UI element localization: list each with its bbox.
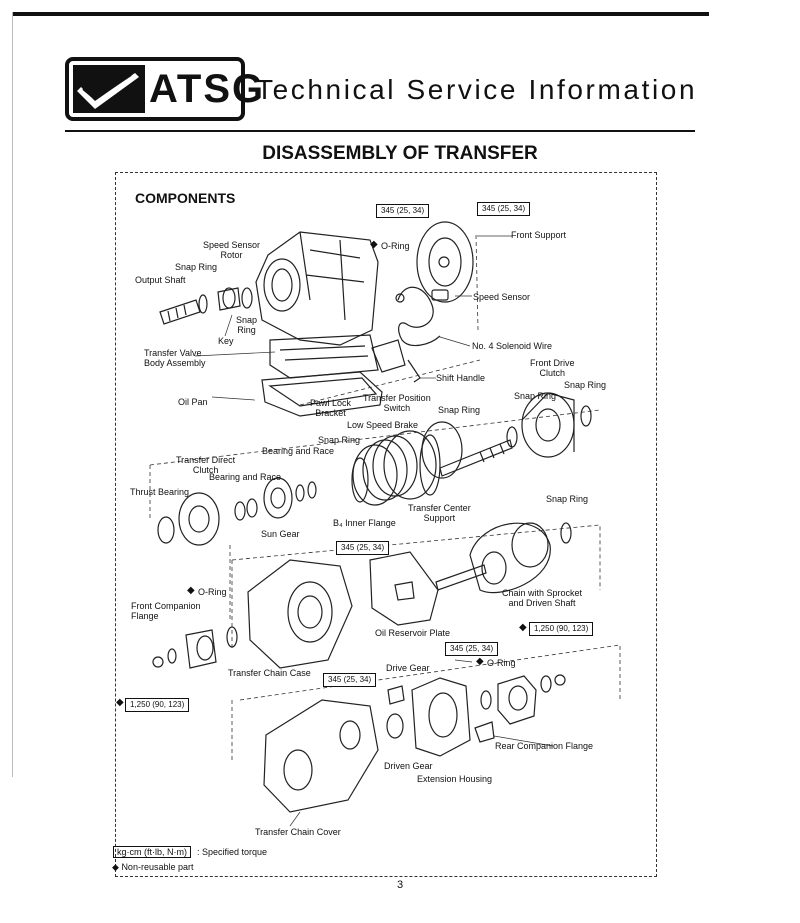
- label-transfer-center-support: Transfer Center Support: [408, 503, 471, 523]
- top-border: [12, 12, 709, 16]
- transfer-chain-cover: [263, 699, 379, 813]
- label-shift-handle: Shift Handle: [436, 373, 486, 383]
- rear-companion-flange: [497, 675, 537, 725]
- diagram-frame: [115, 172, 657, 877]
- label-solenoid-wire: No. 4 Solenoid Wire: [472, 341, 553, 351]
- label-bearing-and-race: Bearing and Race: [209, 472, 282, 482]
- torque-box: 1,250 (90, 123): [529, 622, 594, 636]
- label-key: Key: [218, 336, 234, 346]
- label-o-ring: O-Ring: [198, 587, 227, 597]
- label-driven-gear: Driven Gear: [384, 761, 433, 771]
- nonreusable-icon: ◆: [187, 585, 195, 596]
- label-snap-ring: Snap Ring: [514, 391, 557, 401]
- header-rule: [65, 130, 695, 132]
- legend-nonreusable: ◆ Non-reusable part: [112, 862, 193, 873]
- torque-box: 1,250 (90, 123): [125, 698, 190, 712]
- drive-gear: [387, 685, 405, 705]
- label-speed-sensor-rotor: Speed Sensor Rotor: [203, 240, 261, 260]
- nonreusable-icon: ◆: [370, 239, 378, 250]
- torque-box: 345 (25, 34): [336, 541, 390, 555]
- torque-box: 345 (25, 34): [477, 202, 531, 216]
- label-pawl-lock-bracket: Pawl Lock Bracket: [310, 398, 352, 418]
- label-low-speed-brake: Low Speed Brake: [347, 420, 419, 430]
- label-o-ring: O-Ring: [381, 241, 410, 251]
- speed-sensor-rotor: [217, 287, 241, 311]
- nonreusable-icon: ◆: [519, 622, 527, 633]
- logo-text: ATSG: [149, 67, 266, 111]
- label-o-ring: O-Ring: [487, 658, 516, 668]
- transfer-chain-case: [247, 559, 353, 669]
- label-bearing-and-race: Bearing and Race: [262, 446, 335, 456]
- atsg-logo: ATSG: [65, 57, 263, 121]
- label-chain-with-sprocket: Chain with Sprocket and Driven Shaft: [502, 588, 583, 608]
- label-front-companion-flange: Front Companion Flange: [131, 601, 201, 621]
- torque-box: 345 (25, 34): [323, 673, 377, 687]
- extension-housing: [411, 677, 471, 757]
- low-speed-brake: [383, 430, 437, 500]
- shift-handle: [407, 359, 421, 383]
- solenoid-wire: [397, 286, 441, 347]
- front-drive-clutch: [521, 392, 575, 458]
- torque-box: 345 (25, 34): [376, 204, 430, 218]
- front-support: [416, 221, 474, 303]
- oil-pan: [261, 371, 383, 417]
- label-snap-ring: Snap Ring: [175, 262, 218, 272]
- label-oil-pan: Oil Pan: [178, 397, 208, 407]
- label-front-drive-clutch: Front Drive Clutch: [530, 358, 575, 378]
- speed-sensor: [431, 289, 449, 301]
- nonreusable-icon: ◆: [116, 697, 124, 708]
- section-title: COMPONENTS: [135, 190, 236, 206]
- label-transfer-chain-cover: Transfer Chain Cover: [255, 827, 341, 837]
- label-transfer-position-switch: Transfer Position Switch: [363, 393, 431, 413]
- housing-bore: [263, 258, 301, 312]
- label-speed-sensor: Speed Sensor: [473, 292, 531, 302]
- position-switch: [371, 339, 406, 373]
- nonreusable-icon: ◆: [476, 656, 484, 667]
- page-title: DISASSEMBLY OF TRANSFER: [262, 143, 538, 164]
- label-snap-ring: Snap Ring: [546, 494, 589, 504]
- legend-nonreusable-text: Non-reusable part: [121, 862, 194, 872]
- checkmark-logo-icon: [73, 65, 145, 113]
- label-snap-ring: Snap Ring: [564, 380, 607, 390]
- label-extension-housing: Extension Housing: [417, 774, 493, 784]
- transfer-case-housing: [255, 231, 379, 346]
- front-companion-flange: [185, 629, 217, 669]
- label-transfer-direct-clutch: Transfer Direct Clutch: [176, 455, 236, 475]
- label-rear-companion-flange: Rear Companion Flange: [495, 741, 594, 751]
- label-transfer-valve-body: Transfer Valve Body Assembly: [144, 348, 206, 368]
- legend-unit-box: kg·cm (ft·lb, N·m): [113, 846, 191, 858]
- driven-gear: [386, 713, 404, 739]
- label-b4-inner-flange: B₄ Inner Flange: [333, 518, 396, 528]
- label-front-support: Front Support: [511, 230, 567, 240]
- left-border: [12, 12, 13, 777]
- legend-specified-torque: kg·cm (ft·lb, N·m) : Specified torque: [113, 846, 268, 858]
- label-snap-ring: Snap Ring: [438, 405, 481, 415]
- oil-reservoir-plate: [369, 551, 439, 626]
- output-shaft: [159, 299, 201, 325]
- sun-gear: [263, 477, 293, 519]
- nonreusable-icon: ◆: [112, 862, 119, 872]
- label-output-shaft: Output Shaft: [135, 275, 186, 285]
- label-snap-ring: Snap Ring: [236, 315, 258, 335]
- legend-unit-desc: : Specified torque: [197, 847, 268, 857]
- label-snap-ring: Snap Ring: [318, 435, 361, 445]
- chain-with-sprocket: [469, 522, 551, 594]
- label-transfer-chain-case: Transfer Chain Case: [228, 668, 311, 678]
- page-number: 3: [396, 879, 404, 891]
- transfer-direct-clutch: [178, 492, 220, 546]
- main-shaft: [439, 439, 513, 477]
- torque-box: 345 (25, 34): [445, 642, 499, 656]
- label-oil-reservoir-plate: Oil Reservoir Plate: [375, 628, 451, 638]
- label-sun-gear: Sun Gear: [261, 529, 300, 539]
- label-thrust-bearing: Thrust Bearing: [130, 487, 190, 497]
- header-title: Technical Service Information: [256, 74, 698, 105]
- label-drive-gear: Drive Gear: [386, 663, 430, 673]
